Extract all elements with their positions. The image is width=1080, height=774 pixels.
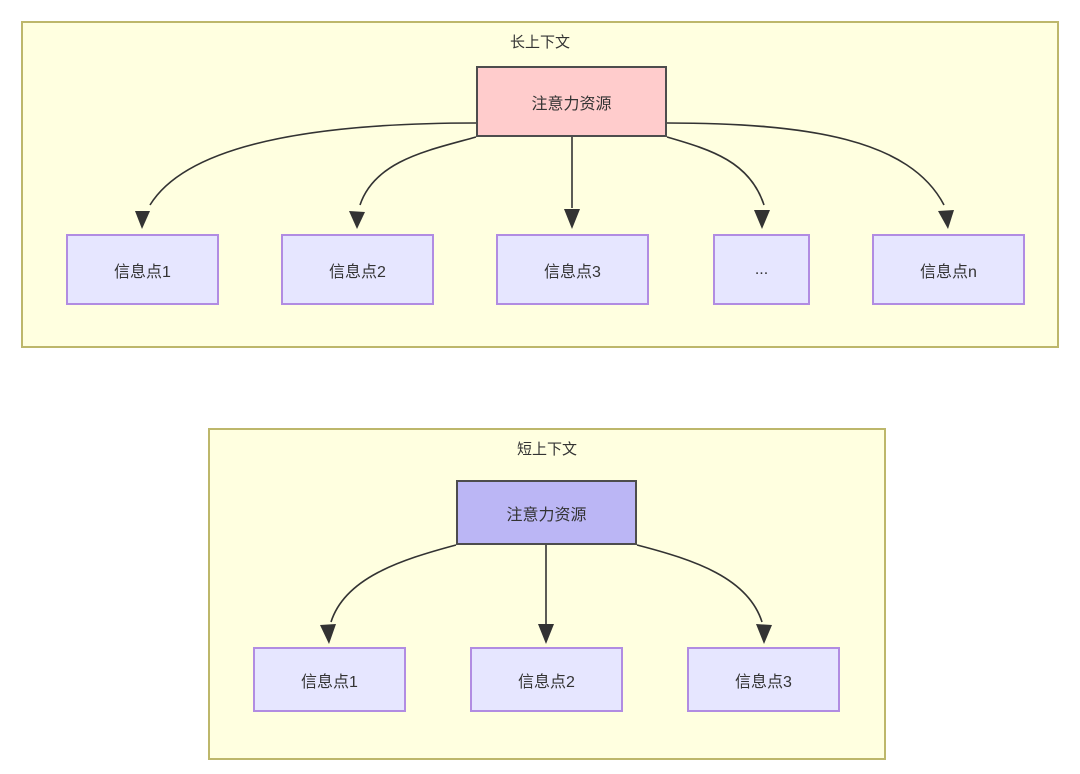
node-attention-resource-long-label: 注意力资源 <box>531 95 612 113</box>
node-long-info-ellipsis-label: ... <box>754 260 769 278</box>
node-short-info-1[interactable]: 信息点1 <box>253 647 406 712</box>
node-long-info-ellipsis[interactable]: ... <box>713 234 810 305</box>
node-short-info-2-label: 信息点2 <box>518 673 575 691</box>
node-long-info-1[interactable]: 信息点1 <box>66 234 219 305</box>
group-short-context-title: 短上下文 <box>516 441 577 458</box>
node-long-info-3[interactable]: 信息点3 <box>496 234 649 305</box>
node-long-info-2-label: 信息点2 <box>329 263 386 281</box>
node-short-info-2[interactable]: 信息点2 <box>470 647 623 712</box>
node-attention-resource-short-label: 注意力资源 <box>506 506 587 524</box>
node-short-info-3-label: 信息点3 <box>735 673 792 691</box>
node-attention-resource-long[interactable]: 注意力资源 <box>476 66 667 137</box>
group-long-context-title: 长上下文 <box>509 34 570 51</box>
node-long-info-1-label: 信息点1 <box>114 263 171 281</box>
node-long-info-n[interactable]: 信息点n <box>872 234 1025 305</box>
node-attention-resource-short[interactable]: 注意力资源 <box>456 480 637 545</box>
node-short-info-1-label: 信息点1 <box>301 673 358 691</box>
node-long-info-2[interactable]: 信息点2 <box>281 234 434 305</box>
node-short-info-3[interactable]: 信息点3 <box>687 647 840 712</box>
node-long-info-n-label: 信息点n <box>920 263 977 281</box>
node-long-info-3-label: 信息点3 <box>544 263 601 281</box>
